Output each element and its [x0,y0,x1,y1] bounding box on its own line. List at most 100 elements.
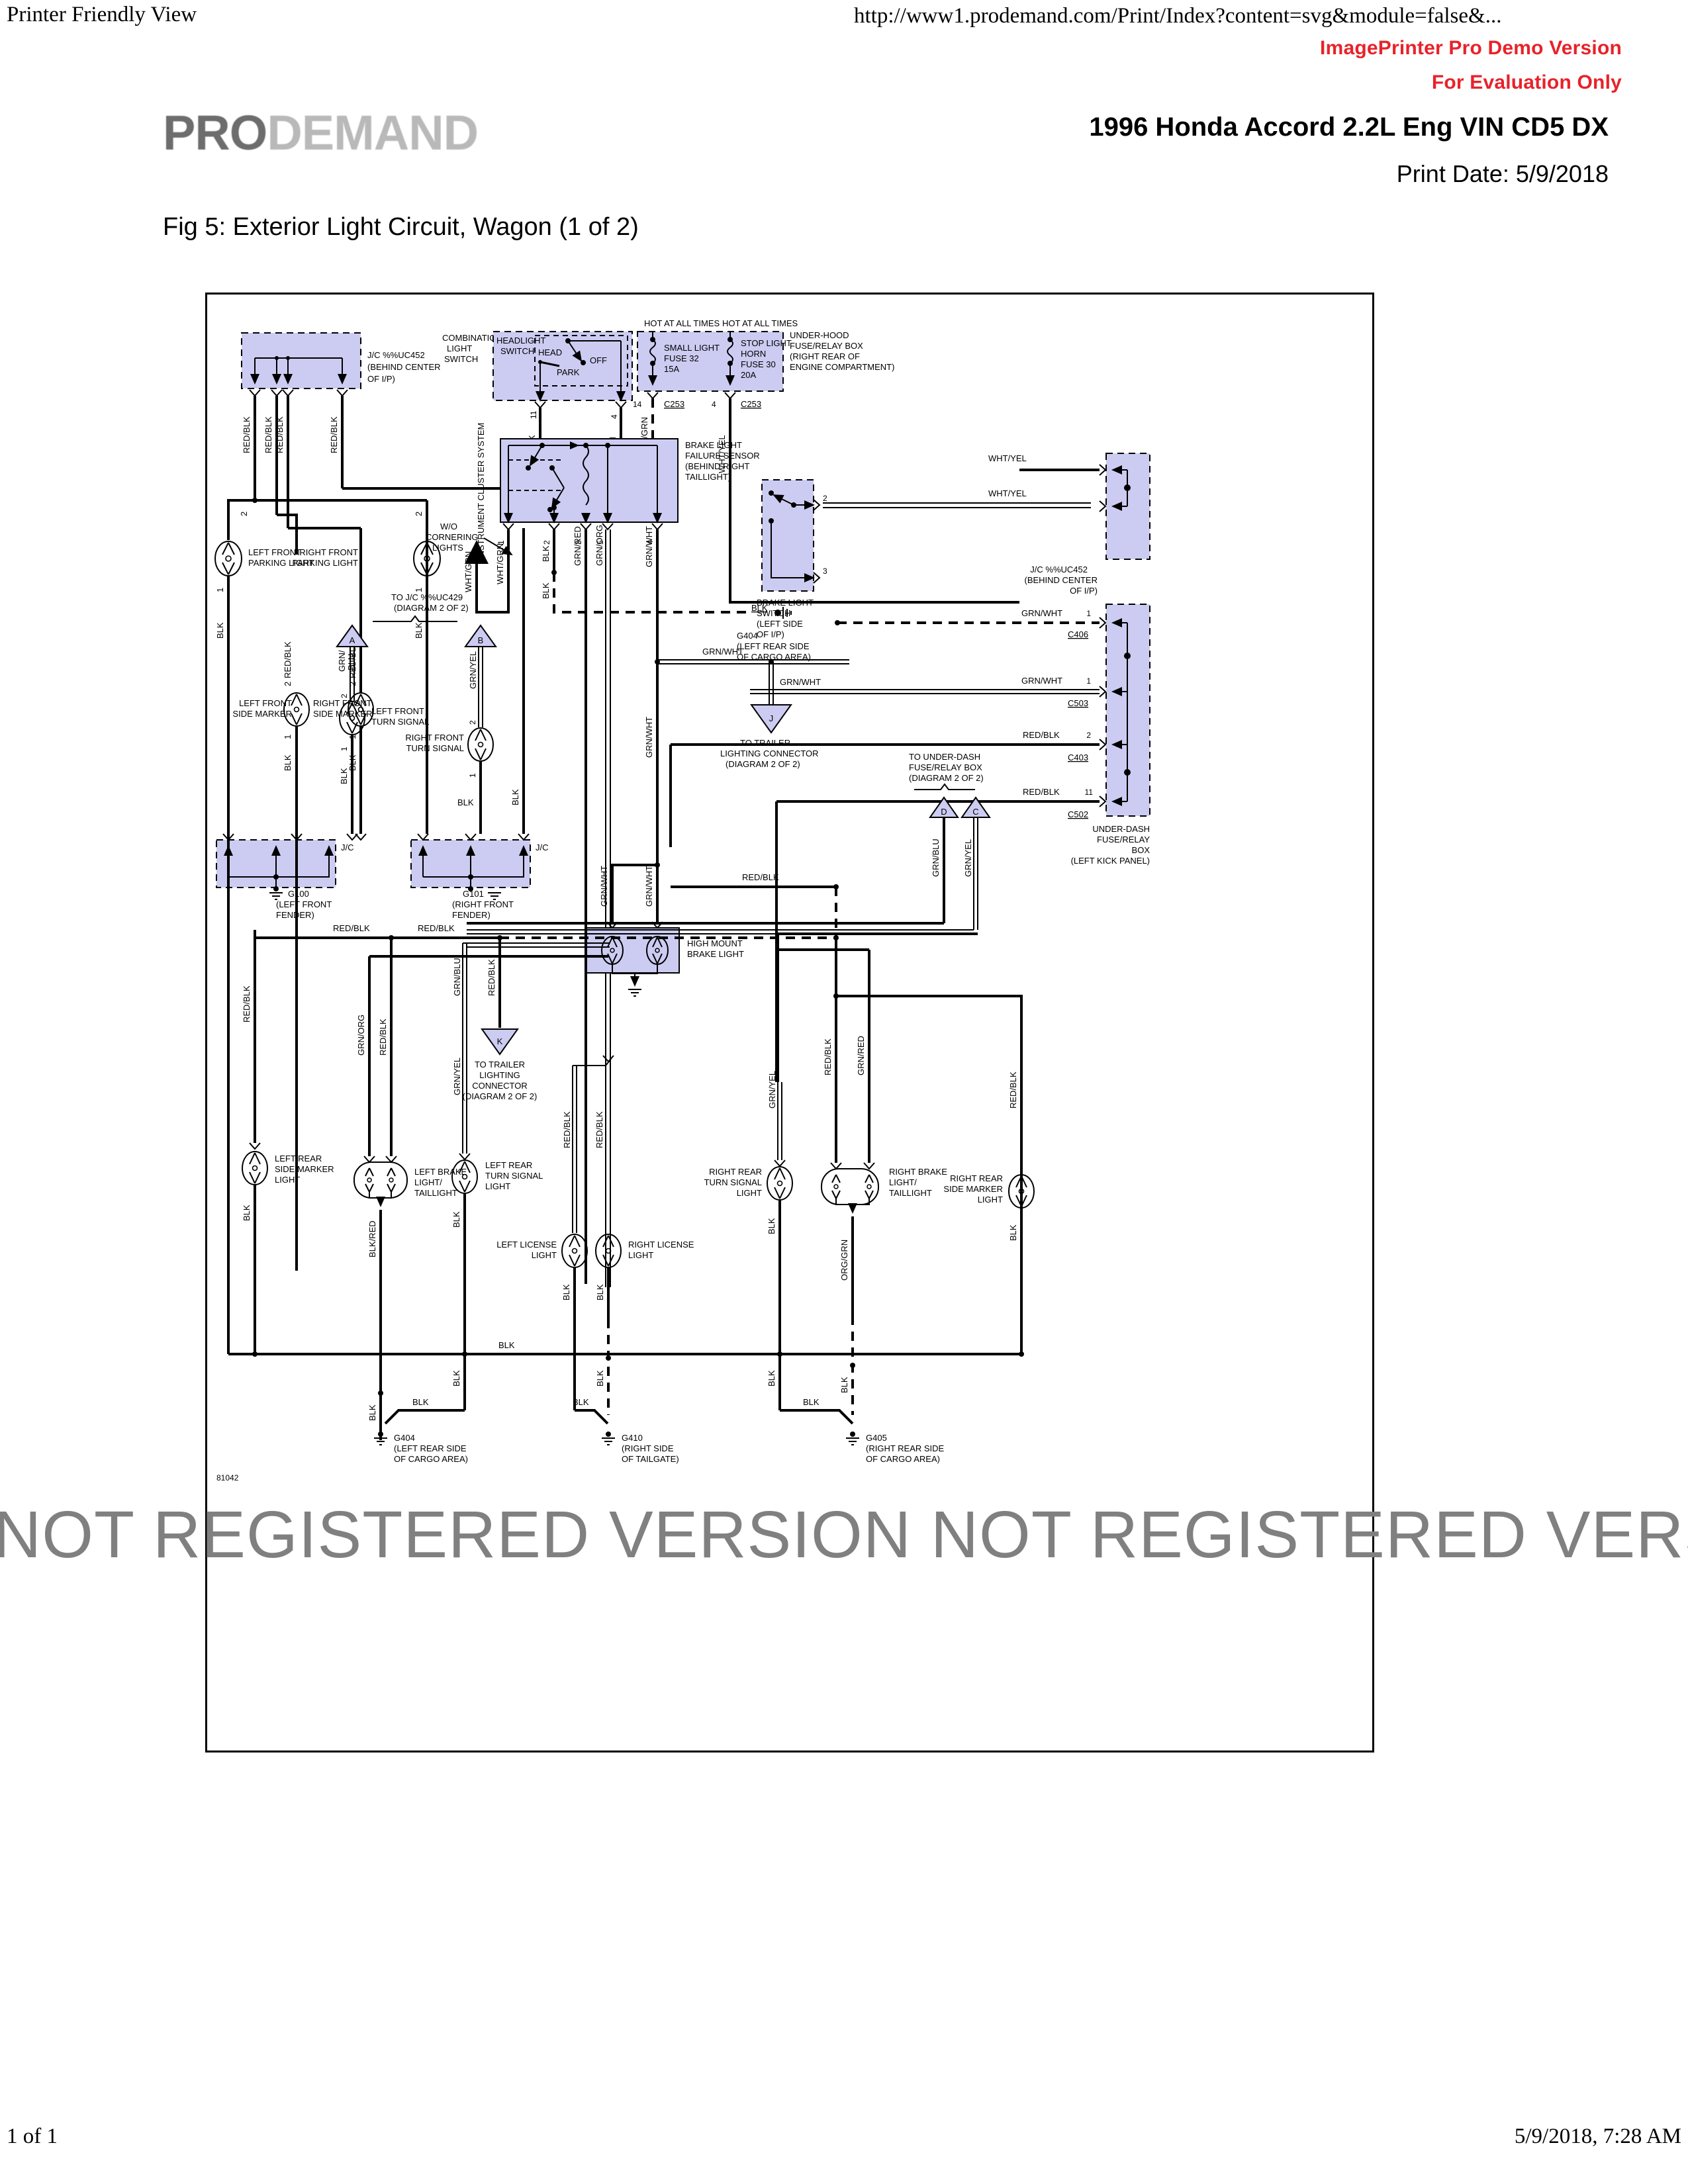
to-under-dash-l3: (DIAGRAM 2 OF 2) [909,773,984,783]
to-jc-uc429-l2: (DIAGRAM 2 OF 2) [394,603,469,613]
fuse30-l3: FUSE 30 [741,359,776,369]
g410-id: G410 [622,1433,643,1443]
to-trailer-left-l4: (DIAGRAM 2 OF 2) [463,1091,538,1101]
wire-label-blk-blfs2: BLK [541,582,551,599]
pin-2-bls: 2 [823,494,827,503]
wire-label-grnblu-lrts: GRN/BLU [452,958,462,996]
lll-l2: LIGHT [532,1250,557,1260]
wire-label-blk-g404b: BLK [367,1404,377,1421]
wire-label-blk-lrts: BLK [451,1211,461,1228]
left-brake-taillight-bulbs [365,1167,396,1193]
under-dash-l3: BOX [1132,845,1150,855]
right-front-parking-light-label-a: RIGHT FRONT [299,547,358,557]
pin-1-rfts: 1 [468,773,477,778]
g101-id: G101 [463,889,484,899]
pin-5-blfs: 5 [596,540,605,545]
wire-label-blk-g405a: BLK [767,1370,776,1387]
wire-label-grnyel-lrts: GRN/YEL [452,1058,462,1095]
wire-label-blk-rll2: BLK [595,1370,605,1387]
triangle-J-ref: J [750,704,792,734]
wire-label-blk-gnd1: BLK [498,1340,515,1350]
g101-loc1: (RIGHT FRONT [452,899,514,909]
pin-1-c406: 1 [1086,609,1091,618]
wire-label-blk-join1: BLK [412,1397,429,1407]
wire-label-grnyel-rrts: GRN/YEL [767,1071,777,1109]
lrts-l3: LIGHT [485,1181,510,1191]
diagram-id: 81042 [216,1473,239,1482]
logo-demand-text: DEMAND [267,105,479,160]
headlight-switch-l1: HEADLIGHT [496,336,545,345]
wire-label-blkred: BLK/RED [367,1220,377,1257]
lrts-l2: TURN SIGNAL [485,1171,543,1181]
lrsm-l1: LEFT REAR [275,1154,322,1163]
combination-light-switch-box [492,331,633,401]
logo-pro-text: PRO [163,105,267,160]
right-license-light [595,1234,622,1268]
headlight-switch-l2: SWITCH [500,346,534,356]
rll-l1: RIGHT LICENSE [628,1240,694,1250]
connector-c502: C502 [1068,809,1088,819]
blfs-l1: BRAKE LIGHT [685,440,742,450]
pin-2-c403: 2 [1086,731,1091,740]
instrument-cluster-label: INSTRUMENT CLUSTER SYSTEM [476,423,486,559]
rrsm-l1: RIGHT REAR [950,1173,1003,1183]
wire-label-blk-lfts: BLK [339,768,349,784]
right-front-turn-signal-label-b: TURN SIGNAL [406,743,464,753]
high-mount-brake-light-box [586,927,680,974]
wo-cornering-l2: CORNERING [426,532,478,542]
rrsm-l3: LIGHT [978,1195,1003,1205]
wire-label-blk-blfs: BLK [541,545,551,562]
wire-grnwht-c503 [750,689,1100,694]
triangle-C-letter: C [972,807,978,817]
to-jc-uc429-l1: TO J/C %%UC429 [391,592,463,602]
wire-redblk-lll [572,1066,577,1233]
lbl-label-2: LIGHT/ [414,1177,442,1187]
pin-14: 14 [633,400,642,409]
under-dash-l1: UNDER-DASH [1092,824,1150,834]
pin-2-rfts: 2 [468,720,477,725]
hot-all-times-2: HOT AT ALL TIMES [722,318,798,328]
g410-loc2: OF TAILGATE) [622,1454,679,1464]
left-front-parking-light-label-b: PARKING LIGHT [248,558,314,568]
rbl-label-1: RIGHT BRAKE [889,1167,947,1177]
headlight-switch-inner-box [534,335,628,387]
g404-mid-ground-symbol [774,607,792,619]
pin-11: 11 [529,410,538,419]
under-hood-box-l1: UNDER-HOOD [790,330,849,340]
fuse30-l2: HORN [741,349,766,359]
wire-grnyel-C [973,817,978,930]
to-trailer-mid-l1: TO TRAILER [740,738,790,748]
left-front-parking-light [214,541,242,576]
wire-label-blk-rfpl: BLK [414,622,424,639]
g410-ground-symbol [602,1437,615,1445]
wire-label-orggrn: ORG/GRN [839,1240,849,1281]
rrsm-l2: SIDE MARKER [943,1184,1003,1194]
left-rear-turn-signal-light [451,1160,478,1194]
pin-2-lfpl: 2 [239,512,249,516]
g404-bottom-id: G404 [394,1433,415,1443]
vehicle-title: 1996 Honda Accord 2.2L Eng VIN CD5 DX [1089,113,1609,142]
g405-loc2: OF CARGO AREA) [866,1454,940,1464]
jc-uc452-top-label2: (BEHIND CENTER [367,362,441,372]
to-under-dash-l2: FUSE/RELAY BOX [909,762,982,772]
hot-all-times-1: HOT AT ALL TIMES [644,318,720,328]
pin-2-lfts: 2 [340,694,349,698]
left-rear-side-marker-light [242,1151,268,1185]
right-front-side-marker-label-b: SIDE MARKER [313,709,373,719]
jc-right-label: J/C [536,842,549,852]
wire-label-whtgrn-1: WHT/GRN [495,543,505,584]
g404-bottom-loc2: OF CARGO AREA) [394,1454,468,1464]
pin-4-c253: 4 [712,400,716,409]
right-front-turn-signal [467,727,494,762]
high-mount-brake-light-label-b: BRAKE LIGHT [687,949,744,959]
left-front-side-marker-label-a: LEFT FRONT [239,698,292,708]
wire-whtyel-main [729,398,1019,604]
triangle-D-letter: D [941,807,947,817]
print-date: Print Date: 5/9/2018 [1396,160,1609,187]
wire-label-whtgrn-2: WHT/GRN [463,551,473,592]
pin-1-lfpl: 1 [215,588,225,592]
wire-label-redblk-c502: RED/BLK [1023,787,1060,797]
g404-mid-loc1: (LEFT REAR SIDE [737,641,810,651]
jc-uc452-right-l1: J/C %%UC452 [1030,565,1088,574]
wire-label-grnwht-1: GRN/WHT [644,526,654,567]
